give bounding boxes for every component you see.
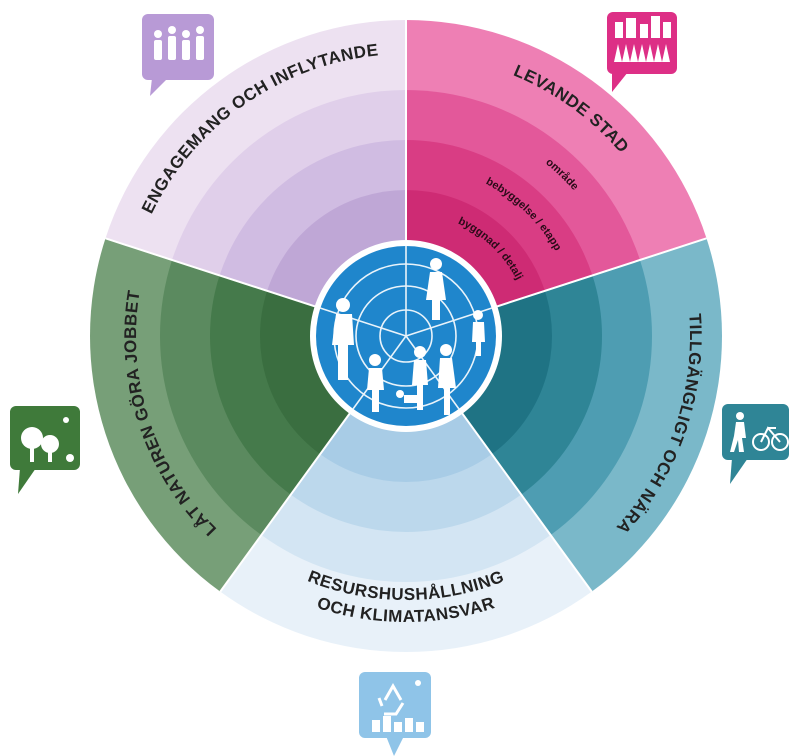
icon-bubble-resurs (359, 672, 431, 756)
icon-bubble-levande-stad (607, 12, 677, 92)
icon-bubble-lat-naturen (10, 406, 80, 494)
icon-bubble-tillgangligt (722, 404, 789, 484)
city-crowd-icon (614, 16, 671, 62)
icon-bubble-engagemang (142, 14, 214, 96)
people-talk-icon (154, 26, 204, 60)
trees-icon (21, 417, 74, 462)
center-emblem (310, 240, 502, 432)
recycle-icon (377, 680, 421, 716)
walk-bike-icon (730, 412, 789, 452)
